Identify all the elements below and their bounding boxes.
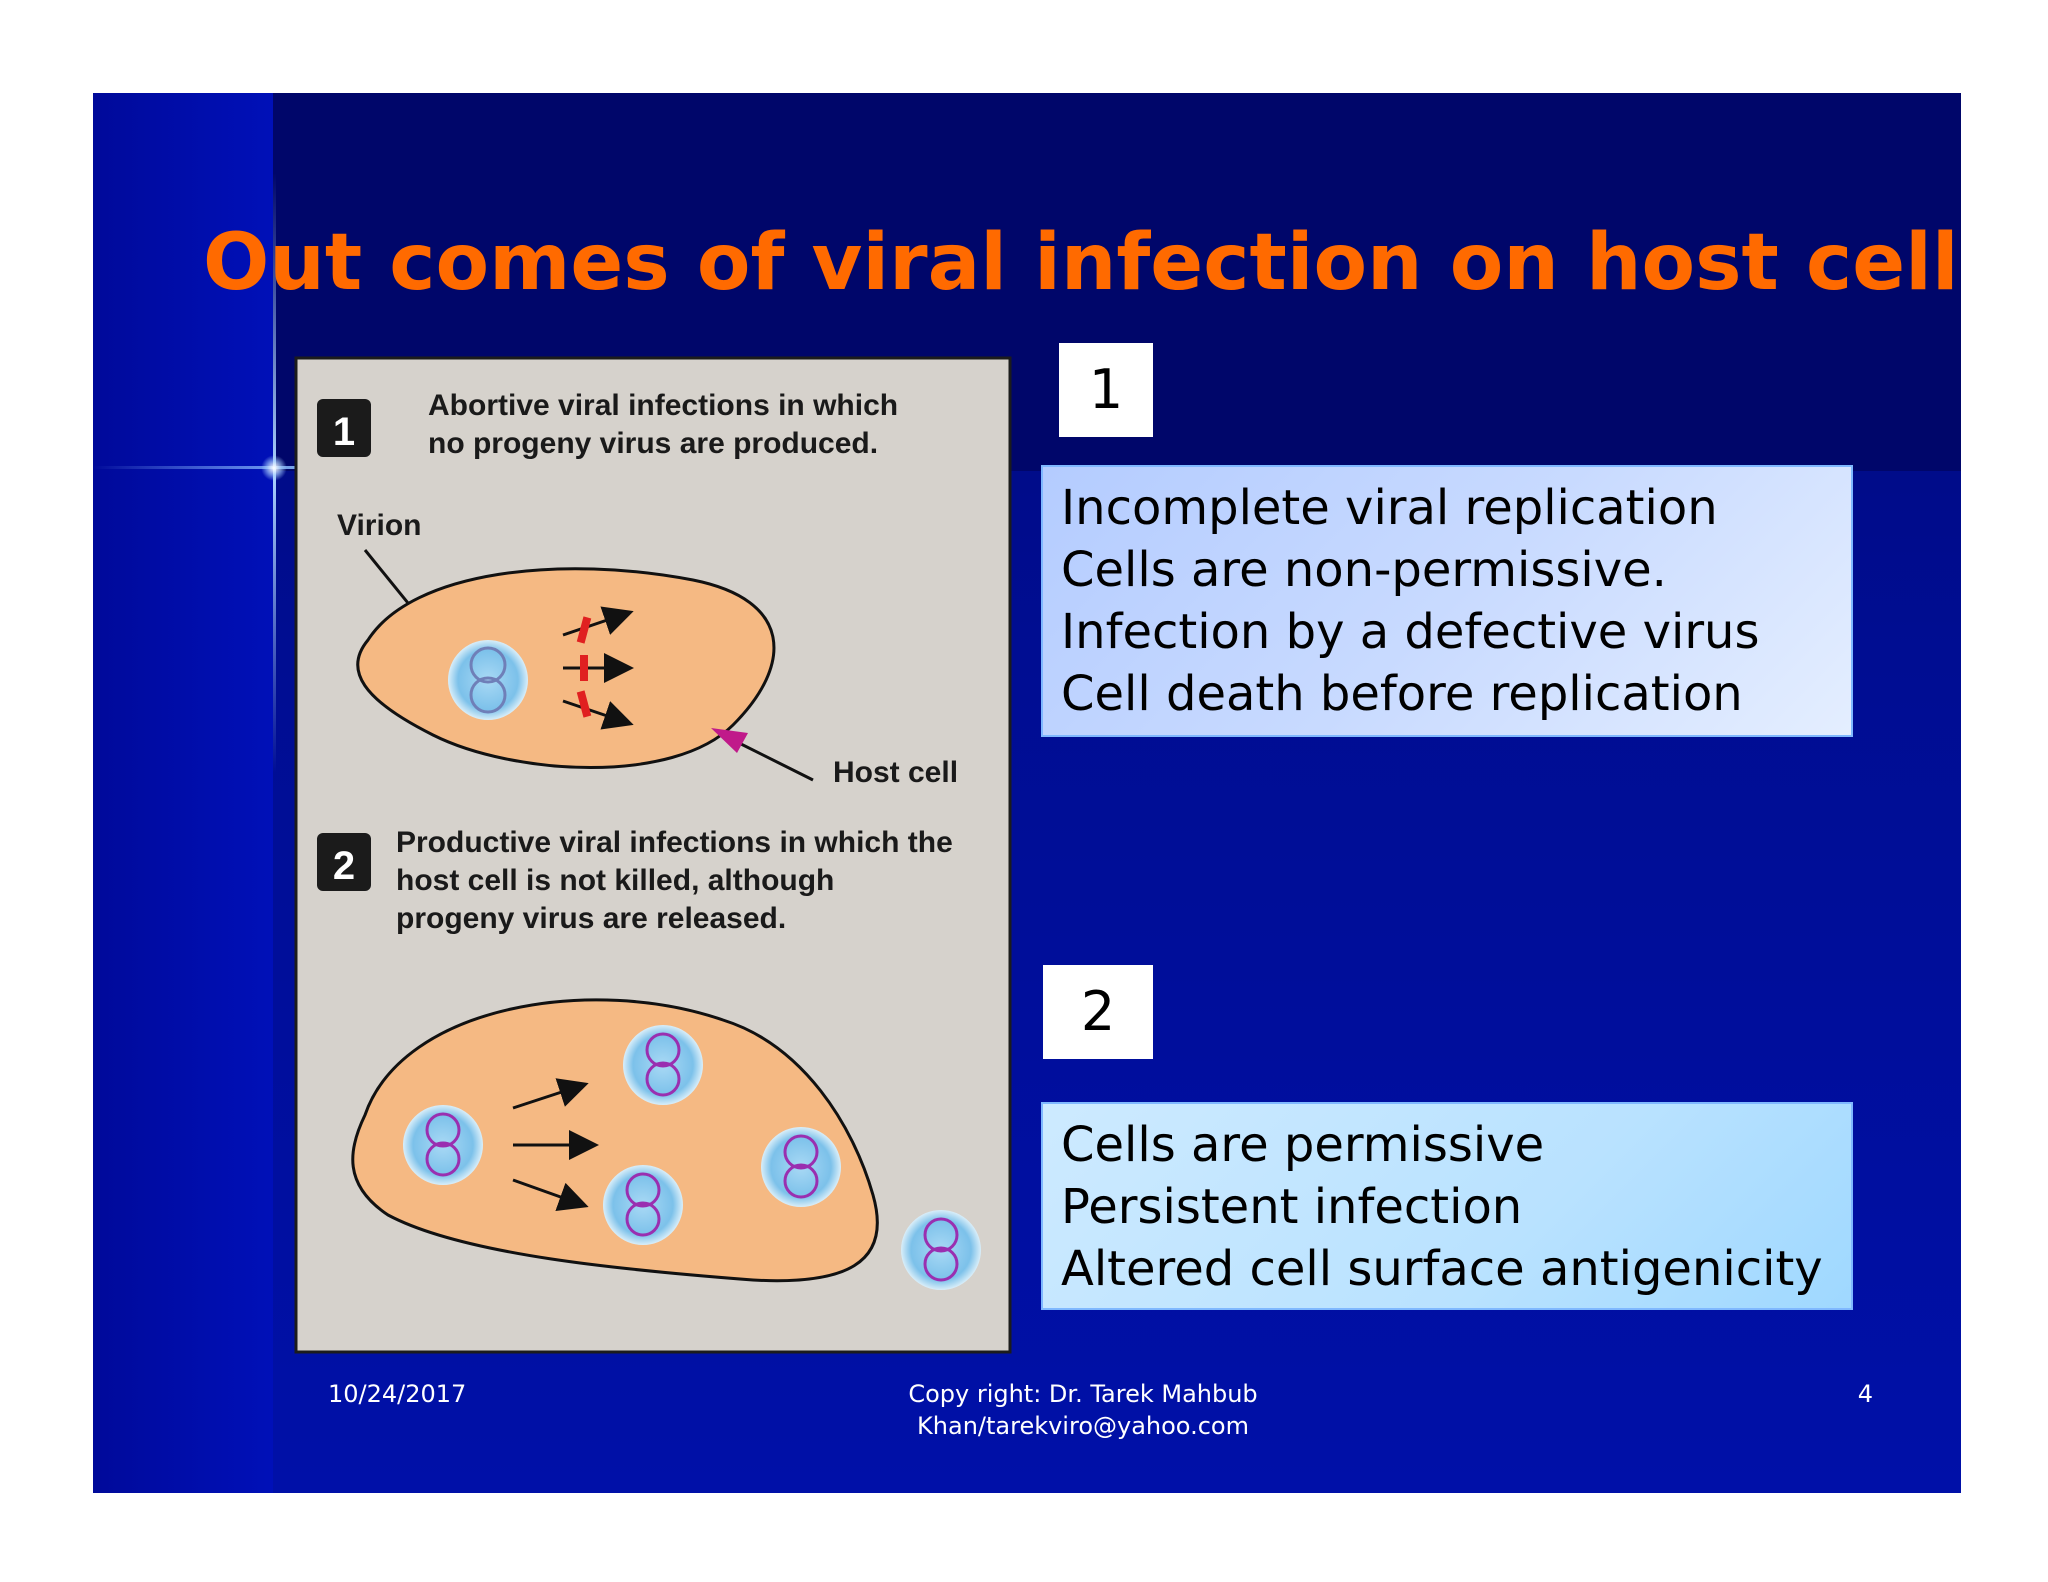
host-cell-2 [351,998,879,1283]
virion-2b [623,1025,703,1105]
panel1-caption-line2: no progeny virus are produced. [428,427,878,460]
outcome1-box: Incomplete viral replication Cells are n… [1041,465,1853,737]
footer-page-number: 4 [1857,1380,1873,1408]
light-flare-horizontal [93,466,393,469]
footer-copyright-line1: Copy right: Dr. Tarek Mahbub [908,1380,1258,1408]
outcome2-line: Cells are permissive [1061,1117,1545,1173]
panel2-caption-line2: host cell is not killed, although [396,864,834,897]
host-cell-label: Host cell [833,756,958,789]
virion-2a [403,1105,483,1185]
panel1-badge: 1 [317,399,371,457]
virion-1 [448,640,528,720]
outcome1-number: 1 [1059,343,1153,437]
panel2-caption-line1: Productive viral infections in which the [396,826,953,859]
virion-released [901,1210,981,1290]
left-strip [93,93,273,1493]
viral-infection-figure: 1 Abortive viral infections in which no … [294,356,1012,1354]
panel2-badge: 2 [317,833,371,891]
outcome1-line: Cell death before replication [1061,666,1743,722]
host-cell-pointer [711,728,814,782]
footer-copyright: Copy right: Dr. Tarek Mahbub Khan/tarekv… [853,1378,1313,1442]
panel2-caption-line3: progeny virus are released. [396,902,786,935]
outcome2-line: Altered cell surface antigenicity [1061,1241,1823,1297]
progeny-arrows [512,1078,599,1212]
svg-text:2: 2 [333,844,355,888]
footer-date: 10/24/2017 [328,1380,467,1408]
outcome2-number: 2 [1043,965,1153,1059]
blocked-replication-arrows [562,606,634,730]
svg-text:1: 1 [333,410,355,454]
virion-label: Virion [337,509,421,542]
virion-2d [761,1127,841,1207]
footer-copyright-line2: Khan/tarekviro@yahoo.com [917,1412,1249,1440]
outcome1-line: Cells are non-permissive. [1061,542,1667,598]
panel1-caption-line1: Abortive viral infections in which [428,389,898,422]
slide: Out comes of viral infection on host cel… [93,93,1961,1493]
slide-title: Out comes of viral infection on host cel… [203,218,1959,308]
outcome1-line: Incomplete viral replication [1061,480,1718,536]
virion-2c [603,1165,683,1245]
outcome2-box: Cells are permissive Persistent infectio… [1041,1102,1853,1310]
outcome1-line: Infection by a defective virus [1061,604,1760,660]
outcome2-line: Persistent infection [1061,1179,1523,1235]
light-flare-center [261,455,287,481]
